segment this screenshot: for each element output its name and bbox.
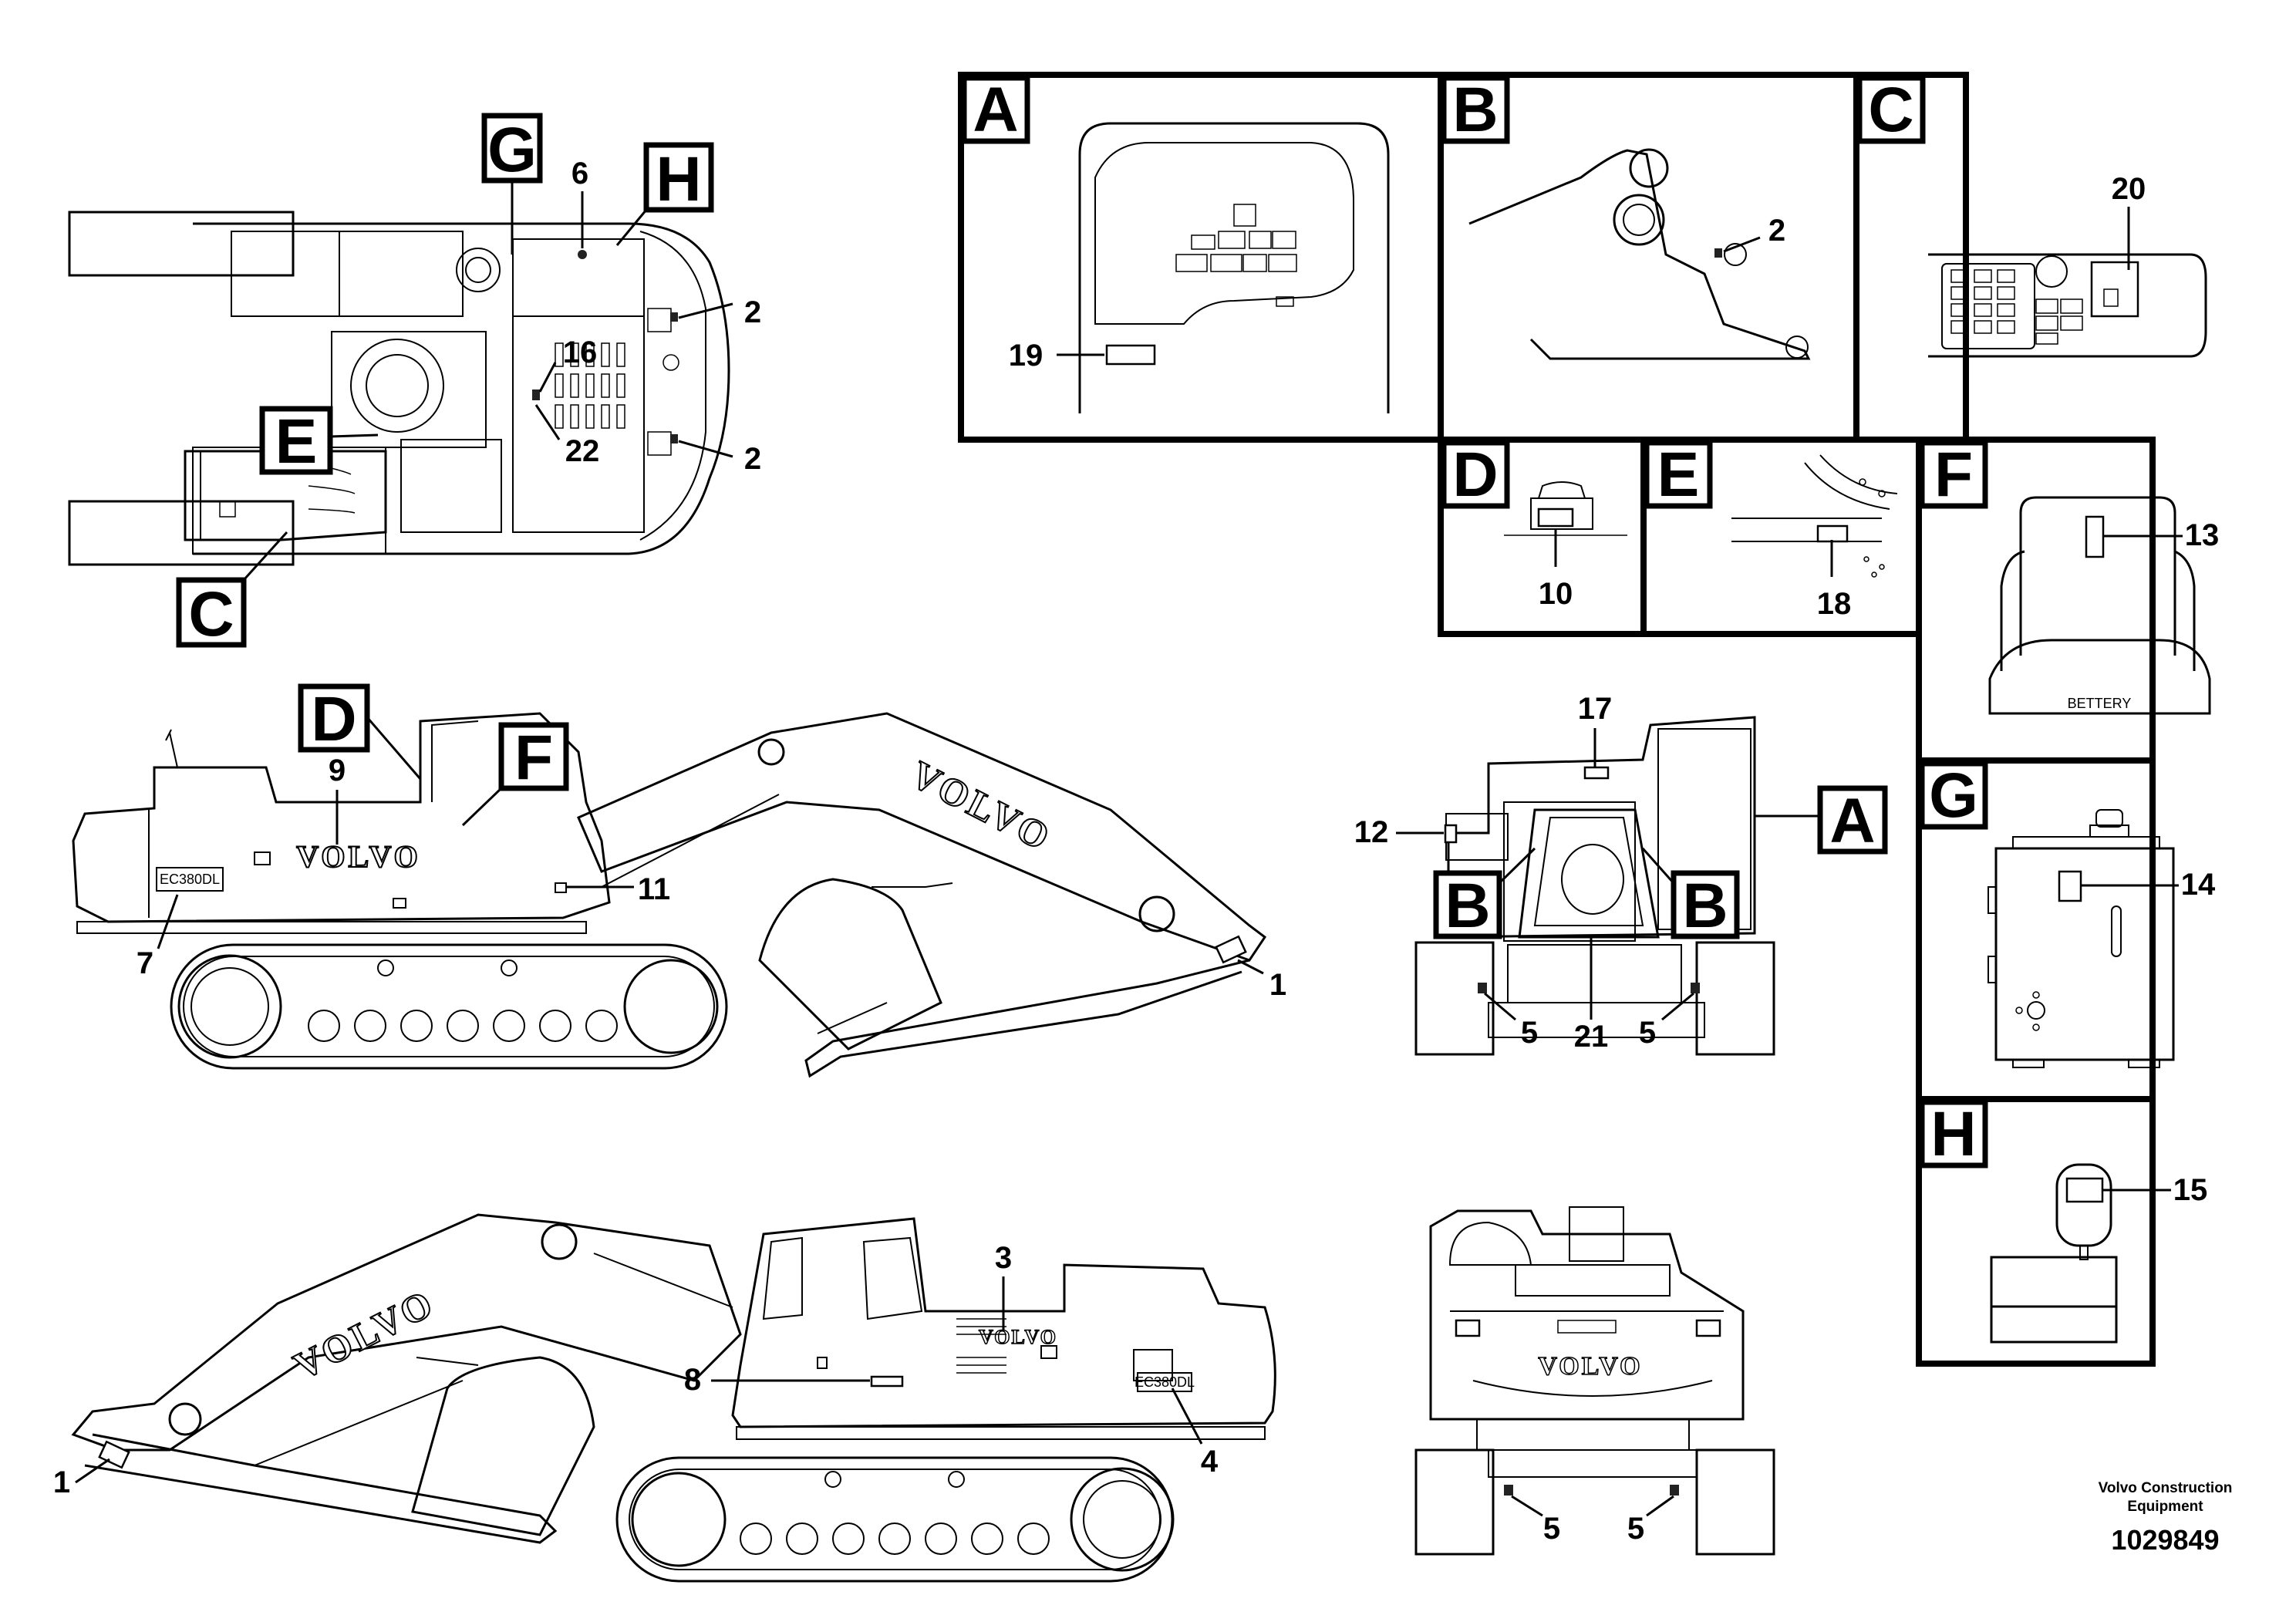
right-view-callout-4: 4 bbox=[1201, 1445, 1219, 1479]
left-view-callout-9: 9 bbox=[329, 754, 346, 787]
decal-rear-right bbox=[1695, 1319, 1721, 1337]
decal-1-right-sticker bbox=[98, 1440, 130, 1469]
decal-10-sticker bbox=[1537, 508, 1574, 528]
panel-f-letter: F bbox=[1934, 440, 1973, 510]
panel-b: B 2 bbox=[1441, 75, 1811, 360]
panel-c: C 20 bbox=[1856, 75, 2207, 358]
panel-g: G 14 bbox=[1919, 760, 2216, 1068]
front-view-ref-b-right: B bbox=[1682, 871, 1728, 941]
decal-5-front-right bbox=[1691, 983, 1700, 993]
left-side-view: EC380DL VOLVO VOLVO D F 9 11 7 1 bbox=[72, 683, 1286, 1078]
document-number: 1029849 bbox=[2111, 1524, 2220, 1556]
decal-5-rear-left bbox=[1504, 1485, 1513, 1496]
left-view-callout-1: 1 bbox=[1269, 968, 1286, 1002]
top-view-callout-22: 22 bbox=[565, 434, 600, 468]
right-view-callout-8: 8 bbox=[684, 1363, 701, 1397]
decal-16-marker bbox=[532, 389, 540, 400]
left-model-text: EC380DL bbox=[160, 872, 220, 887]
callout-13: 13 bbox=[2185, 518, 2220, 552]
right-model-plate bbox=[1137, 1372, 1192, 1392]
panel-e: E 18 bbox=[1644, 440, 1898, 621]
detail-panels bbox=[958, 72, 2156, 1367]
top-view-ref-c: C bbox=[188, 579, 234, 649]
footer: Volvo Construction Equipment 1029849 bbox=[2082, 1479, 2248, 1556]
decal-5-front-left bbox=[1478, 983, 1487, 993]
panel-a-decal-cluster bbox=[1175, 204, 1297, 307]
decal-rear-left bbox=[1455, 1319, 1481, 1337]
top-view-callout-2b: 2 bbox=[744, 442, 761, 476]
decal-17-sticker bbox=[1583, 766, 1610, 780]
callout-10: 10 bbox=[1539, 577, 1573, 611]
decal-19-sticker bbox=[1105, 344, 1156, 366]
panel-f: F 13 BETTERY bbox=[1919, 440, 2220, 715]
callout-14: 14 bbox=[2181, 868, 2216, 902]
callout-19: 19 bbox=[1009, 339, 1043, 373]
callout-18: 18 bbox=[1817, 587, 1852, 621]
front-view-callout-17: 17 bbox=[1578, 692, 1613, 726]
front-view: A B B 17 12 5 21 5 bbox=[1354, 692, 1888, 1056]
top-view-ref-g: G bbox=[487, 115, 537, 185]
front-view-callout-21: 21 bbox=[1574, 1020, 1609, 1054]
decal-8-sticker bbox=[870, 1375, 904, 1388]
right-brand-text: VOLVO bbox=[979, 1326, 1057, 1348]
callout-15: 15 bbox=[2173, 1173, 2208, 1207]
panel-g-letter: G bbox=[1929, 760, 1978, 831]
panel-d: D 10 bbox=[1441, 440, 1627, 611]
panel-d-letter: D bbox=[1452, 440, 1498, 510]
rear-view-callout-5-right: 5 bbox=[1627, 1512, 1644, 1546]
decal-14-sticker bbox=[2058, 870, 2082, 902]
callout-2-panel-b: 2 bbox=[1768, 214, 1785, 248]
top-view-callout-2a: 2 bbox=[744, 295, 761, 329]
panel-a: A 19 bbox=[961, 75, 1390, 413]
top-view: G H E C 6 2 2 16 22 bbox=[68, 113, 761, 649]
company-name-line2: Equipment bbox=[2127, 1499, 2203, 1515]
left-view-callout-11: 11 bbox=[638, 872, 670, 906]
right-model-text: EC380DL bbox=[1135, 1374, 1195, 1390]
panel-b-letter: B bbox=[1452, 75, 1498, 145]
decal-5-rear-right bbox=[1670, 1485, 1679, 1496]
decal-2b-marker bbox=[670, 434, 678, 443]
panel-h: H 15 bbox=[1919, 1099, 2208, 1344]
right-boom-brand-text: VOLVO bbox=[287, 1280, 442, 1388]
right-view-callout-3: 3 bbox=[995, 1241, 1012, 1275]
front-view-callout-5-left: 5 bbox=[1521, 1016, 1538, 1050]
panel-h-letter: H bbox=[1930, 1099, 1976, 1169]
rear-brand-text: VOLVO bbox=[1538, 1352, 1642, 1381]
callout-20: 20 bbox=[2112, 172, 2146, 206]
front-view-ref-a: A bbox=[1829, 786, 1875, 856]
right-view-callout-1: 1 bbox=[53, 1465, 70, 1499]
left-model-plate bbox=[156, 867, 224, 892]
left-brand-text: VOLVO bbox=[296, 839, 420, 874]
left-view-callout-7: 7 bbox=[137, 946, 153, 980]
decal-13-sticker bbox=[2085, 515, 2105, 558]
rear-view: VOLVO 5 5 bbox=[1414, 1206, 1775, 1556]
decal-2-marker bbox=[1714, 248, 1722, 258]
decal-2a-marker bbox=[670, 312, 678, 322]
top-view-callout-6: 6 bbox=[571, 157, 588, 191]
left-view-ref-d: D bbox=[311, 684, 356, 754]
rear-view-callout-5-left: 5 bbox=[1543, 1512, 1560, 1546]
right-side-view: EC380DL VOLVO VOLVO 3 8 4 1 bbox=[53, 1213, 1276, 1583]
front-view-callout-5-right: 5 bbox=[1639, 1016, 1656, 1050]
decal-15-sticker bbox=[2065, 1177, 2104, 1203]
decal-18-sticker bbox=[1816, 524, 1849, 543]
left-view-ref-f: F bbox=[514, 723, 553, 793]
decal-1-left-sticker bbox=[1215, 935, 1247, 964]
front-view-callout-12: 12 bbox=[1354, 815, 1389, 849]
panel-c-letter: C bbox=[1868, 75, 1913, 145]
decal-12-sticker bbox=[1444, 824, 1458, 844]
left-boom-brand-text: VOLVO bbox=[904, 752, 1059, 859]
top-view-ref-e: E bbox=[275, 406, 318, 477]
panel-a-letter: A bbox=[973, 75, 1018, 145]
battery-label: BETTERY bbox=[2068, 696, 2132, 711]
top-view-ref-h: H bbox=[656, 144, 701, 214]
front-view-ref-b-left: B bbox=[1445, 871, 1490, 941]
company-name-line1: Volvo Construction bbox=[2098, 1480, 2233, 1496]
top-view-callout-16: 16 bbox=[563, 336, 598, 369]
switch-panel-left bbox=[1941, 263, 2035, 349]
panel-e-letter: E bbox=[1657, 440, 1700, 510]
